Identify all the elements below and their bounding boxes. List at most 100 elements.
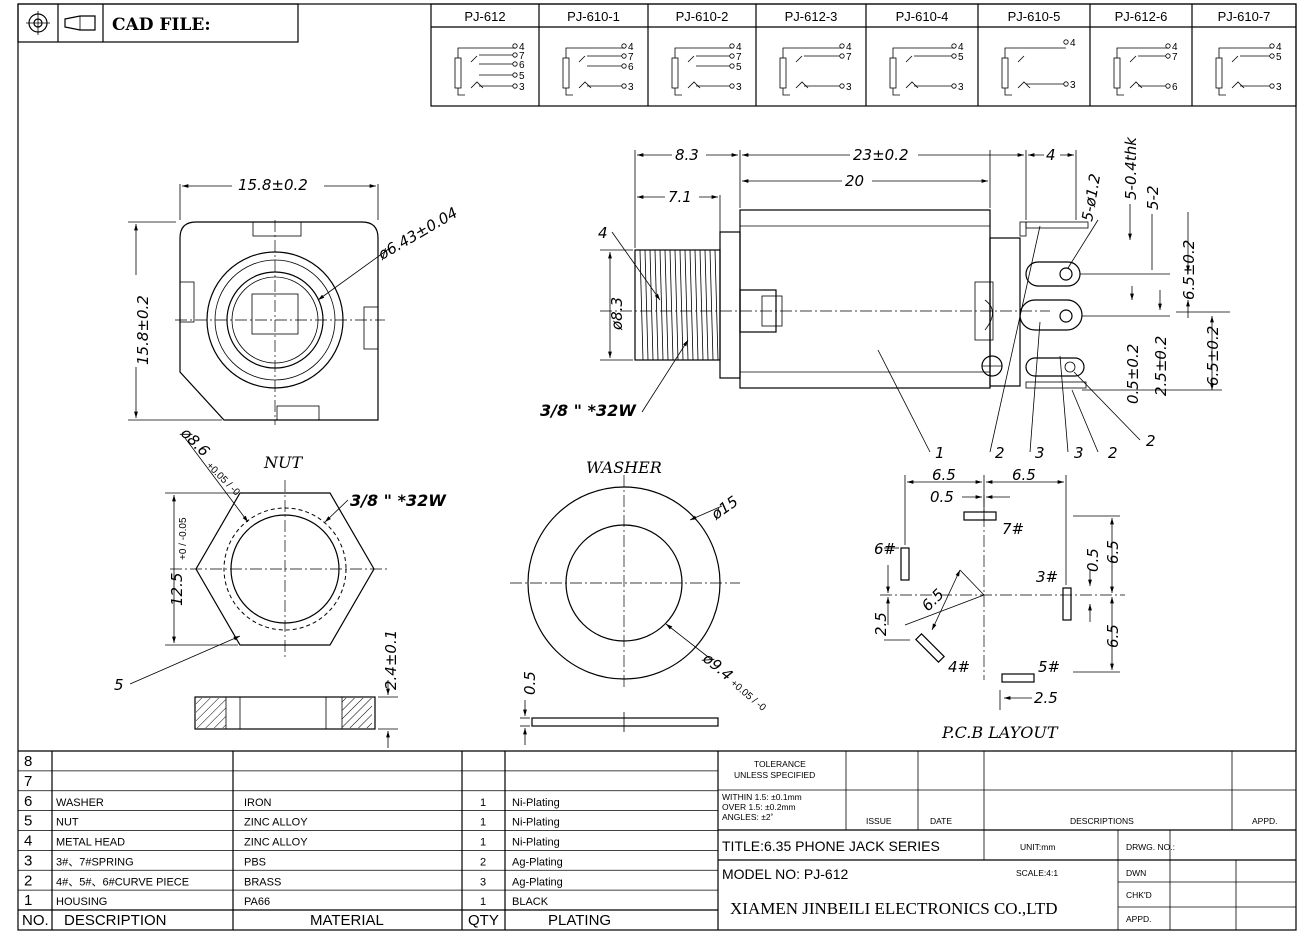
nut-flats-dim: 12.5 [168,573,186,606]
pin-label: 6 [628,62,634,73]
bom-header-qty: QTY [468,912,499,929]
title-block: TOLERANCE UNLESS SPECIFIED WITHIN 1.5: ±… [718,751,1296,930]
pin-label: 3 [958,82,964,93]
pcb-dim-8: 6.5 [1104,624,1122,648]
bom-desc-cell: 3#、7#SPRING [56,856,134,868]
callout-1: 1 [935,444,945,462]
bom-no-cell: 6 [24,793,32,810]
bom-plating-cell: Ni-Plating [512,797,560,809]
model-name-1: PJ-612 [464,9,505,24]
bom-no-cell: 5 [24,813,32,830]
bom-qty-cell: 2 [480,856,486,868]
pin-label: 4 [846,42,852,53]
dim-dia: ø8.3 [608,297,626,331]
pcb-dim-3: 0.5 [930,488,954,506]
schematic-icon-4: 473 [779,42,852,96]
bom-desc-cell: HOUSING [56,896,107,908]
washer-outer-dim: ø15 [707,492,741,524]
nut-view: NUT 12.5 +0 / -0.05 ø8.6 +0.05 / -0 3/8 … [114,423,447,748]
pin-label: 5 [519,71,525,82]
pcb-dim-5: 0.5 [1084,548,1102,572]
pin-label: 4 [1276,42,1282,53]
nut-flats-tol: +0 / -0.05 [178,517,189,560]
pin-label: 3 [846,82,852,93]
pcb-dim-9: 2.5 [1034,689,1058,707]
pin-label: 3 [1070,80,1076,91]
bom-material-cell: IRON [244,797,272,809]
date-label: DATE [930,816,952,826]
model-name-6: PJ-610-5 [1008,9,1061,24]
dim-65a: 6.5±0.2 [1180,240,1198,300]
washer-title: WASHER [586,458,662,477]
pin-label: 7 [736,52,742,63]
projection-symbol-icon [26,11,96,35]
pin-label: 7 [519,51,525,62]
bom-no-cell: 2 [24,872,32,889]
callout-2a: 2 [995,444,1005,462]
callout-2b: 2 [1108,444,1118,462]
pin-label: 4 [1070,38,1076,49]
pcb-pin-6: 6# [874,540,896,558]
schematic-icon-8: 45 3 [1215,42,1282,96]
pin-label: 3 [628,82,634,93]
pin-label: 3 [519,82,525,93]
bom-header-plating: PLATING [548,912,611,929]
bom-desc-cell: WASHER [56,797,104,809]
front-bore-dim: ø6.43±0.04 [374,204,461,264]
model-name-5: PJ-610-4 [896,9,949,24]
pin-label: 3 [1276,82,1282,93]
bom-plating-cell: Ag-Plating [512,876,563,888]
nut-callout: 5 [114,676,124,694]
pin-label: 7 [1172,52,1178,63]
bom-material-cell: PA66 [244,896,270,908]
schematic-icon-6: 43 [1001,38,1076,96]
model-name-8: PJ-610-7 [1218,9,1271,24]
schematic-icon-7: 476 [1113,42,1178,96]
issue-label: ISSUE [866,816,892,826]
pin-label: 5 [958,52,964,63]
bom-qty-cell: 1 [480,817,486,829]
appd2-label: APPD. [1126,914,1152,924]
bom-header-no: NO. [22,912,49,929]
bom-plating-cell: BLACK [512,896,549,908]
bom-qty-cell: 3 [480,876,486,888]
thread-label: 3/8 " *32W [540,401,637,420]
tolerance-title-2: UNLESS SPECIFIED [734,770,815,780]
bom-header-desc: DESCRIPTION [64,912,167,929]
washer-view: WASHER ø15 ø9.4 +0.05 / -0 0.5 [510,458,768,745]
bom-qty-cell: 1 [480,896,486,908]
chkd-label: CHK'D [1126,890,1152,900]
bom-plating-cell: Ni-Plating [512,837,560,849]
cad-file-box: CAD FILE: [17,3,299,43]
callout-3b: 3 [1074,444,1084,462]
nut-thickness-dim: 2.4±0.1 [382,630,400,690]
bom-qty-cell: 1 [480,797,486,809]
pin-label: 5 [1276,52,1282,63]
tolerance-2: OVER 1.5: ±0.2mm [722,802,796,812]
pin-label: 4 [958,42,964,53]
pcb-pin-5: 5# [1038,658,1060,676]
cad-file-label: CAD FILE: [112,15,211,35]
bom-desc-cell: NUT [56,817,79,829]
schematic-icon-5: 45 3 [889,42,964,96]
bom-plating-cell: Ni-Plating [512,817,560,829]
drawing-title: TITLE:6.35 PHONE JACK SERIES [722,838,940,854]
model-name-7: PJ-612-6 [1115,9,1168,24]
nut-title: NUT [263,453,303,472]
front-view: 15.8±0.2 15.8±0.2 ø6.43±0.04 [128,176,461,425]
bom-header-material: MATERIAL [310,912,384,929]
bom-no-cell: 1 [24,892,32,909]
scale-label: SCALE:4:1 [1016,868,1058,878]
bom-qty-cell: 1 [480,837,486,849]
dim-8-3: 8.3 [675,146,699,164]
dim-7-1: 7.1 [668,188,692,206]
model-schematic-table: PJ-61247653PJ-610-14763PJ-610-24753PJ-61… [430,3,1297,107]
model-name-2: PJ-610-1 [567,9,620,24]
pin-label: 4 [1172,42,1178,53]
callout-3a: 3 [1035,444,1045,462]
pcb-pin-4: 4# [948,658,970,676]
